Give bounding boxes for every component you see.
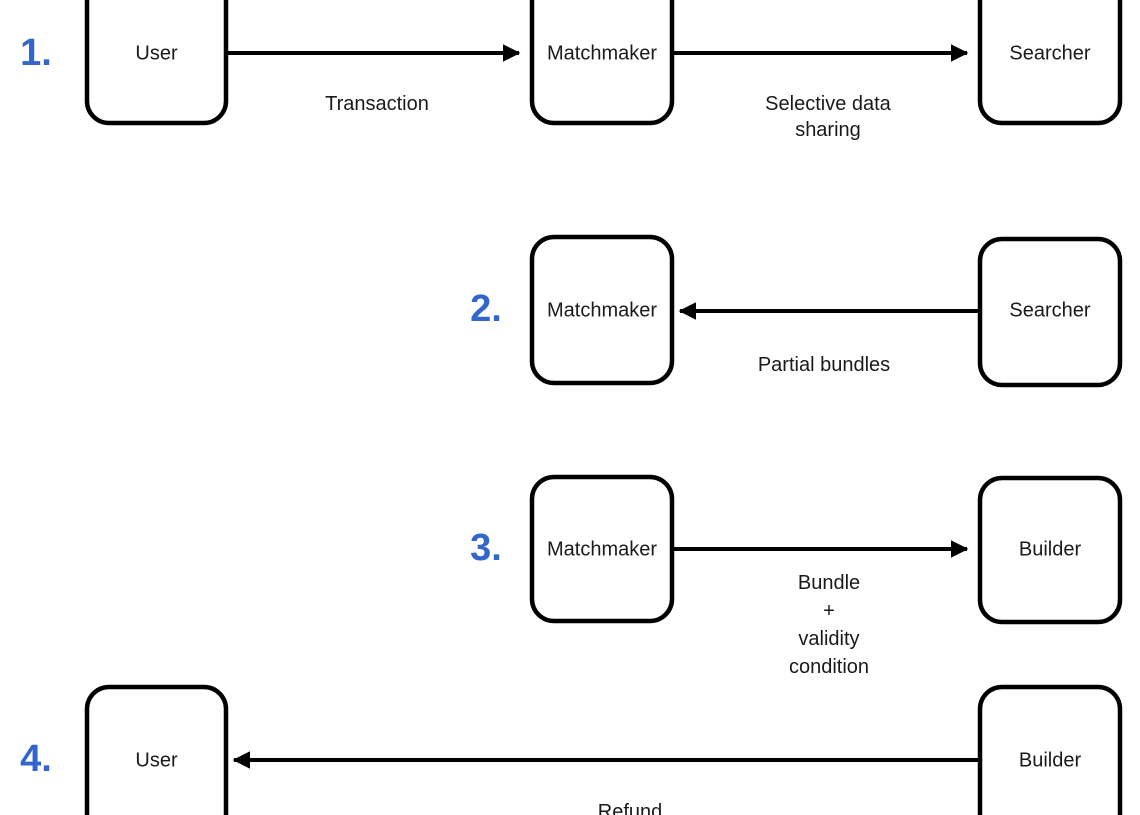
- edge-transaction[interactable]: Transaction: [226, 44, 521, 115]
- node-searcher-step2[interactable]: Searcher: [977, 236, 1123, 388]
- node-matchmaker-step1[interactable]: Matchmaker: [529, 0, 675, 126]
- step-number-2: 2.: [470, 288, 502, 330]
- edge-label-bundle-line2: +: [823, 600, 835, 622]
- node-user-step4[interactable]: User: [84, 684, 229, 815]
- step-number-3: 3.: [470, 527, 502, 569]
- node-label-matchmaker: Matchmaker: [547, 538, 657, 560]
- node-box[interactable]: [977, 684, 1123, 815]
- node-label-matchmaker: Matchmaker: [547, 299, 657, 321]
- node-builder-step3[interactable]: Builder: [977, 475, 1123, 625]
- step-1-group: 1. User Transaction Matchmaker Selective…: [20, 0, 1123, 141]
- step-3-group: 3. Matchmaker Bundle + validity conditio…: [470, 474, 1123, 678]
- node-box[interactable]: [529, 234, 675, 386]
- node-label-matchmaker: Matchmaker: [547, 42, 657, 64]
- node-matchmaker-step2[interactable]: Matchmaker: [529, 234, 675, 386]
- edge-label-selective-data-line1: Selective data: [765, 93, 892, 115]
- step-number-1: 1.: [20, 32, 52, 74]
- edge-label-partial-bundles: Partial bundles: [758, 354, 890, 376]
- edge-label-selective-data-line2: sharing: [795, 119, 861, 141]
- edge-selective-data-sharing[interactable]: Selective data sharing: [672, 44, 969, 141]
- node-label-searcher: Searcher: [1009, 42, 1090, 64]
- edge-label-refund: Refund: [598, 801, 663, 815]
- step-2-group: 2. Matchmaker Partial bundles Searcher: [470, 234, 1123, 388]
- step-number-4: 4.: [20, 738, 52, 780]
- edge-refund[interactable]: Refund: [232, 751, 979, 815]
- node-box[interactable]: [84, 684, 229, 815]
- node-box[interactable]: [529, 0, 675, 126]
- node-searcher-step1[interactable]: Searcher: [977, 0, 1123, 126]
- node-label-builder: Builder: [1019, 538, 1082, 560]
- node-label-builder: Builder: [1019, 749, 1082, 771]
- node-label-searcher: Searcher: [1009, 299, 1090, 321]
- node-box[interactable]: [977, 0, 1123, 126]
- node-box[interactable]: [977, 236, 1123, 388]
- edge-label-transaction: Transaction: [325, 93, 429, 115]
- node-matchmaker-step3[interactable]: Matchmaker: [529, 474, 675, 624]
- edge-label-bundle-line3: validity: [798, 628, 859, 650]
- edge-partial-bundles[interactable]: Partial bundles: [678, 302, 979, 376]
- edge-bundle-validity-condition[interactable]: Bundle + validity condition: [672, 540, 969, 678]
- node-label-user: User: [135, 42, 178, 64]
- node-user-step1[interactable]: User: [84, 0, 229, 126]
- node-box[interactable]: [84, 0, 229, 126]
- step-4-group: 4. User Refund Builder: [20, 684, 1123, 815]
- node-box[interactable]: [977, 475, 1123, 625]
- node-label-user: User: [135, 749, 178, 771]
- node-builder-step4[interactable]: Builder: [977, 684, 1123, 815]
- edge-label-bundle-line4: condition: [789, 656, 869, 678]
- edge-label-bundle-line1: Bundle: [798, 572, 860, 594]
